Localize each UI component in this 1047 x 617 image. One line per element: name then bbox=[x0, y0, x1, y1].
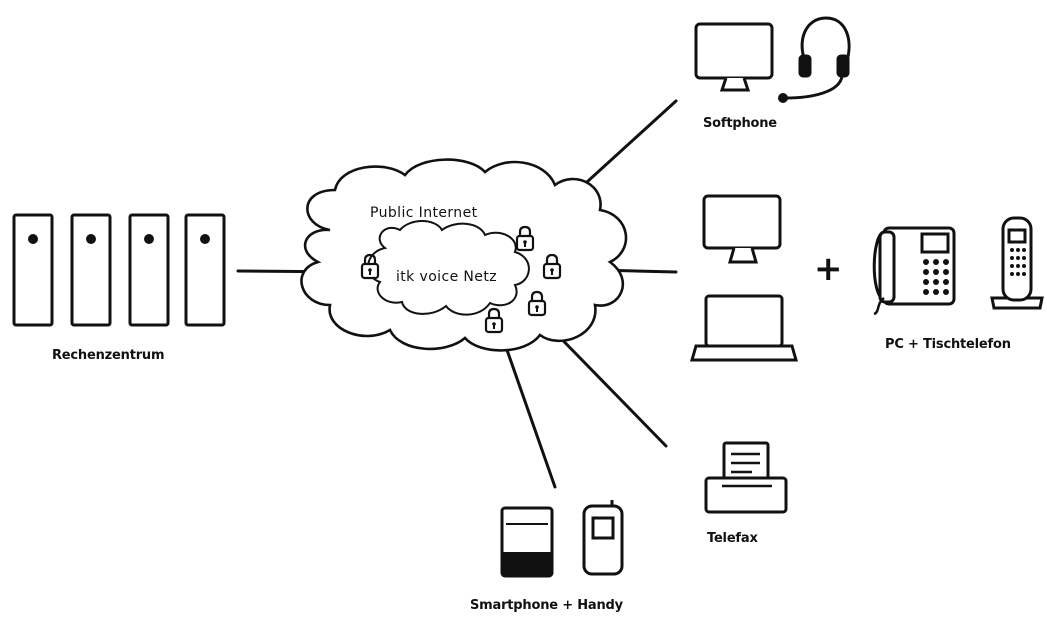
cordless-phone-icon bbox=[990, 216, 1044, 310]
server-rack-icon bbox=[12, 213, 226, 327]
headset-icon bbox=[778, 16, 851, 103]
line-mobile bbox=[498, 328, 557, 489]
monitor-icon bbox=[702, 194, 782, 264]
plus-sign: + bbox=[814, 249, 843, 289]
fax-machine-icon bbox=[704, 441, 788, 514]
desk-phone-icon bbox=[872, 226, 956, 316]
pc-desk-phone-label: PC + Tischtelefon bbox=[885, 337, 1011, 352]
telefax-label: Telefax bbox=[707, 531, 758, 546]
mobile-label: Smartphone + Handy bbox=[470, 598, 623, 613]
voice-net-cloud bbox=[367, 220, 530, 316]
laptop-icon bbox=[690, 294, 798, 362]
softphone-label: Softphone bbox=[703, 116, 777, 131]
public-internet-label: Public Internet bbox=[370, 205, 478, 221]
cell-phone-icon bbox=[582, 500, 624, 576]
monitor-icon bbox=[694, 22, 774, 92]
datacenter-label: Rechenzentrum bbox=[52, 348, 165, 363]
voice-net-label: itk voice Netz bbox=[396, 269, 497, 285]
smartphone-icon bbox=[500, 506, 554, 578]
